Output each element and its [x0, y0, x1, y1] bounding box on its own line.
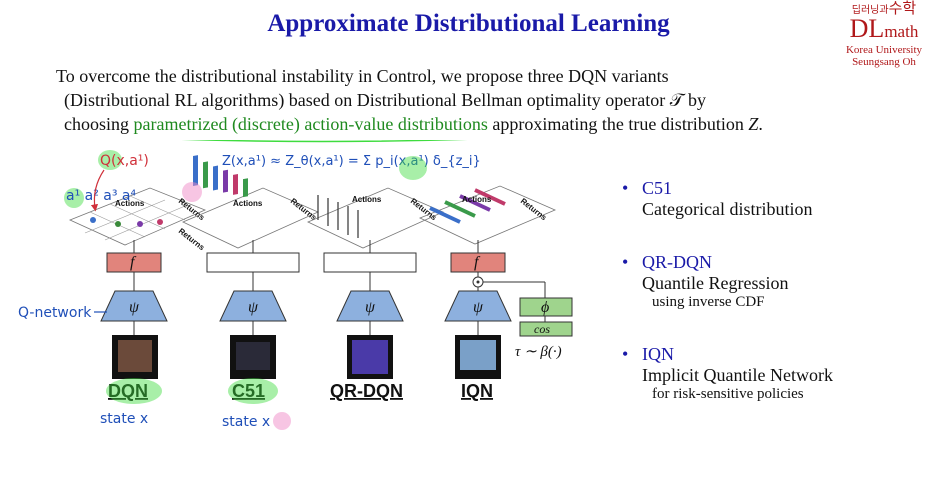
logo-brand-sub: math	[884, 22, 918, 41]
c51-returns-label-2: Returns	[177, 226, 207, 252]
method-desc: Implicit Quantile Network	[622, 365, 922, 386]
c51-bar	[223, 170, 228, 193]
annot-state-dqn: state x	[100, 411, 148, 427]
method-note: using inverse CDF	[622, 294, 922, 311]
c51-a1-highlight	[182, 182, 202, 202]
bullet: •	[622, 252, 642, 273]
qrdqn-psi-label: ψ	[365, 299, 376, 316]
architecture-diagram: Actions Returns f ψ DQN Actions Returns …	[0, 140, 600, 440]
annot-state-c51: state x	[222, 414, 270, 430]
logo-korean-big: 수학	[889, 0, 917, 17]
intro-line-2: (Distributional RL algorithms) based on …	[56, 88, 916, 112]
logo-brand-main: DL	[850, 14, 885, 43]
c51-screen-game	[236, 342, 270, 370]
bullet: •	[622, 344, 642, 365]
method-name: QR-DQN	[642, 252, 712, 272]
method-desc: Quantile Regression	[622, 273, 922, 294]
annot-z: Z(x,a¹) ≈ Z_θ(x,a¹) = Σ p_i(x,a¹) δ_{z_i…	[222, 154, 481, 169]
c51-output-box	[207, 253, 299, 272]
c51-label-highlight	[228, 378, 278, 404]
annot-q: Q(x,a¹)	[100, 153, 149, 169]
qrdqn-column: Actions Returns ψ QR-DQN	[308, 188, 443, 401]
iqn-actions-label: Actions	[462, 195, 492, 204]
iqn-cos-label: cos	[534, 322, 550, 336]
handwritten-annotations: Q(x,a¹) a¹ a² a³ a⁴ Z(x,a¹) ≈ Z_θ(x,a¹) …	[18, 150, 481, 430]
annot-qnetwork: Q-network	[18, 305, 92, 321]
method-name: C51	[642, 178, 672, 198]
dqn-point	[90, 217, 96, 223]
intro-paragraph: To overcome the distributional instabili…	[56, 64, 916, 136]
highlighted-phrase: parametrized (discrete) action-value dis…	[134, 114, 488, 134]
c51-bar	[213, 166, 218, 191]
iqn-tau-label: τ ∼ β(·)	[515, 344, 562, 360]
c51-bar	[233, 174, 238, 195]
distribution-symbol: Z	[748, 114, 758, 134]
bullet: •	[622, 178, 642, 199]
dqn-point	[115, 221, 121, 227]
method-desc: Categorical distribution	[622, 199, 922, 220]
method-note: for risk-sensitive policies	[622, 386, 922, 403]
iqn-label: IQN	[461, 381, 493, 401]
method-qrdqn: •QR-DQN Quantile Regression using invers…	[622, 252, 922, 311]
dqn-point	[137, 221, 143, 227]
dqn-label-highlight	[106, 378, 162, 404]
slide-title: Approximate Distributional Learning	[0, 10, 937, 38]
intro-line-3: choosing parametrized (discrete) action-…	[56, 112, 916, 136]
c51-bar	[203, 161, 208, 188]
dqn-point	[157, 219, 163, 225]
qrdqn-screen-game	[352, 340, 388, 374]
dqn-psi-label: ψ	[129, 299, 140, 316]
intro-line-1: To overcome the distributional instabili…	[56, 64, 916, 88]
green-underline	[148, 140, 550, 142]
p-highlight	[399, 156, 427, 180]
state-x-highlight	[273, 412, 291, 430]
qrdqn-label: QR-DQN	[330, 381, 403, 401]
logo-university: Korea University	[836, 44, 932, 56]
iqn-screen-game	[460, 340, 496, 370]
logo-brand: DLmath	[836, 17, 932, 44]
method-c51: •C51 Categorical distribution	[622, 178, 922, 220]
dqn-screen-game	[118, 340, 152, 372]
logo: 딥러닝과수학 DLmath Korea University Seungsang…	[836, 2, 932, 68]
qrdqn-actions-label: Actions	[352, 195, 382, 204]
c51-bar	[243, 178, 248, 197]
intro-line-3-end: .	[758, 114, 763, 134]
dqn-column: Actions Returns f ψ DQN	[70, 188, 207, 401]
iqn-column: Actions Returns f ψ ϕ cos τ ∼ β(·) IQN	[420, 186, 572, 401]
iqn-phi-label: ϕ	[541, 299, 549, 316]
annot-actions: a¹ a² a³ a⁴	[66, 188, 137, 204]
intro-line-3-mid: approximating the true distribution	[488, 114, 748, 134]
method-iqn: •IQN Implicit Quantile Network for risk-…	[622, 344, 922, 403]
c51-bar	[193, 155, 198, 186]
method-name: IQN	[642, 344, 674, 364]
c51-psi-label: ψ	[248, 299, 259, 316]
intro-line-3-start: choosing	[64, 114, 134, 134]
qrdqn-output-box	[324, 253, 416, 272]
c51-actions-label: Actions	[233, 199, 263, 208]
iqn-psi-label: ψ	[473, 299, 484, 316]
